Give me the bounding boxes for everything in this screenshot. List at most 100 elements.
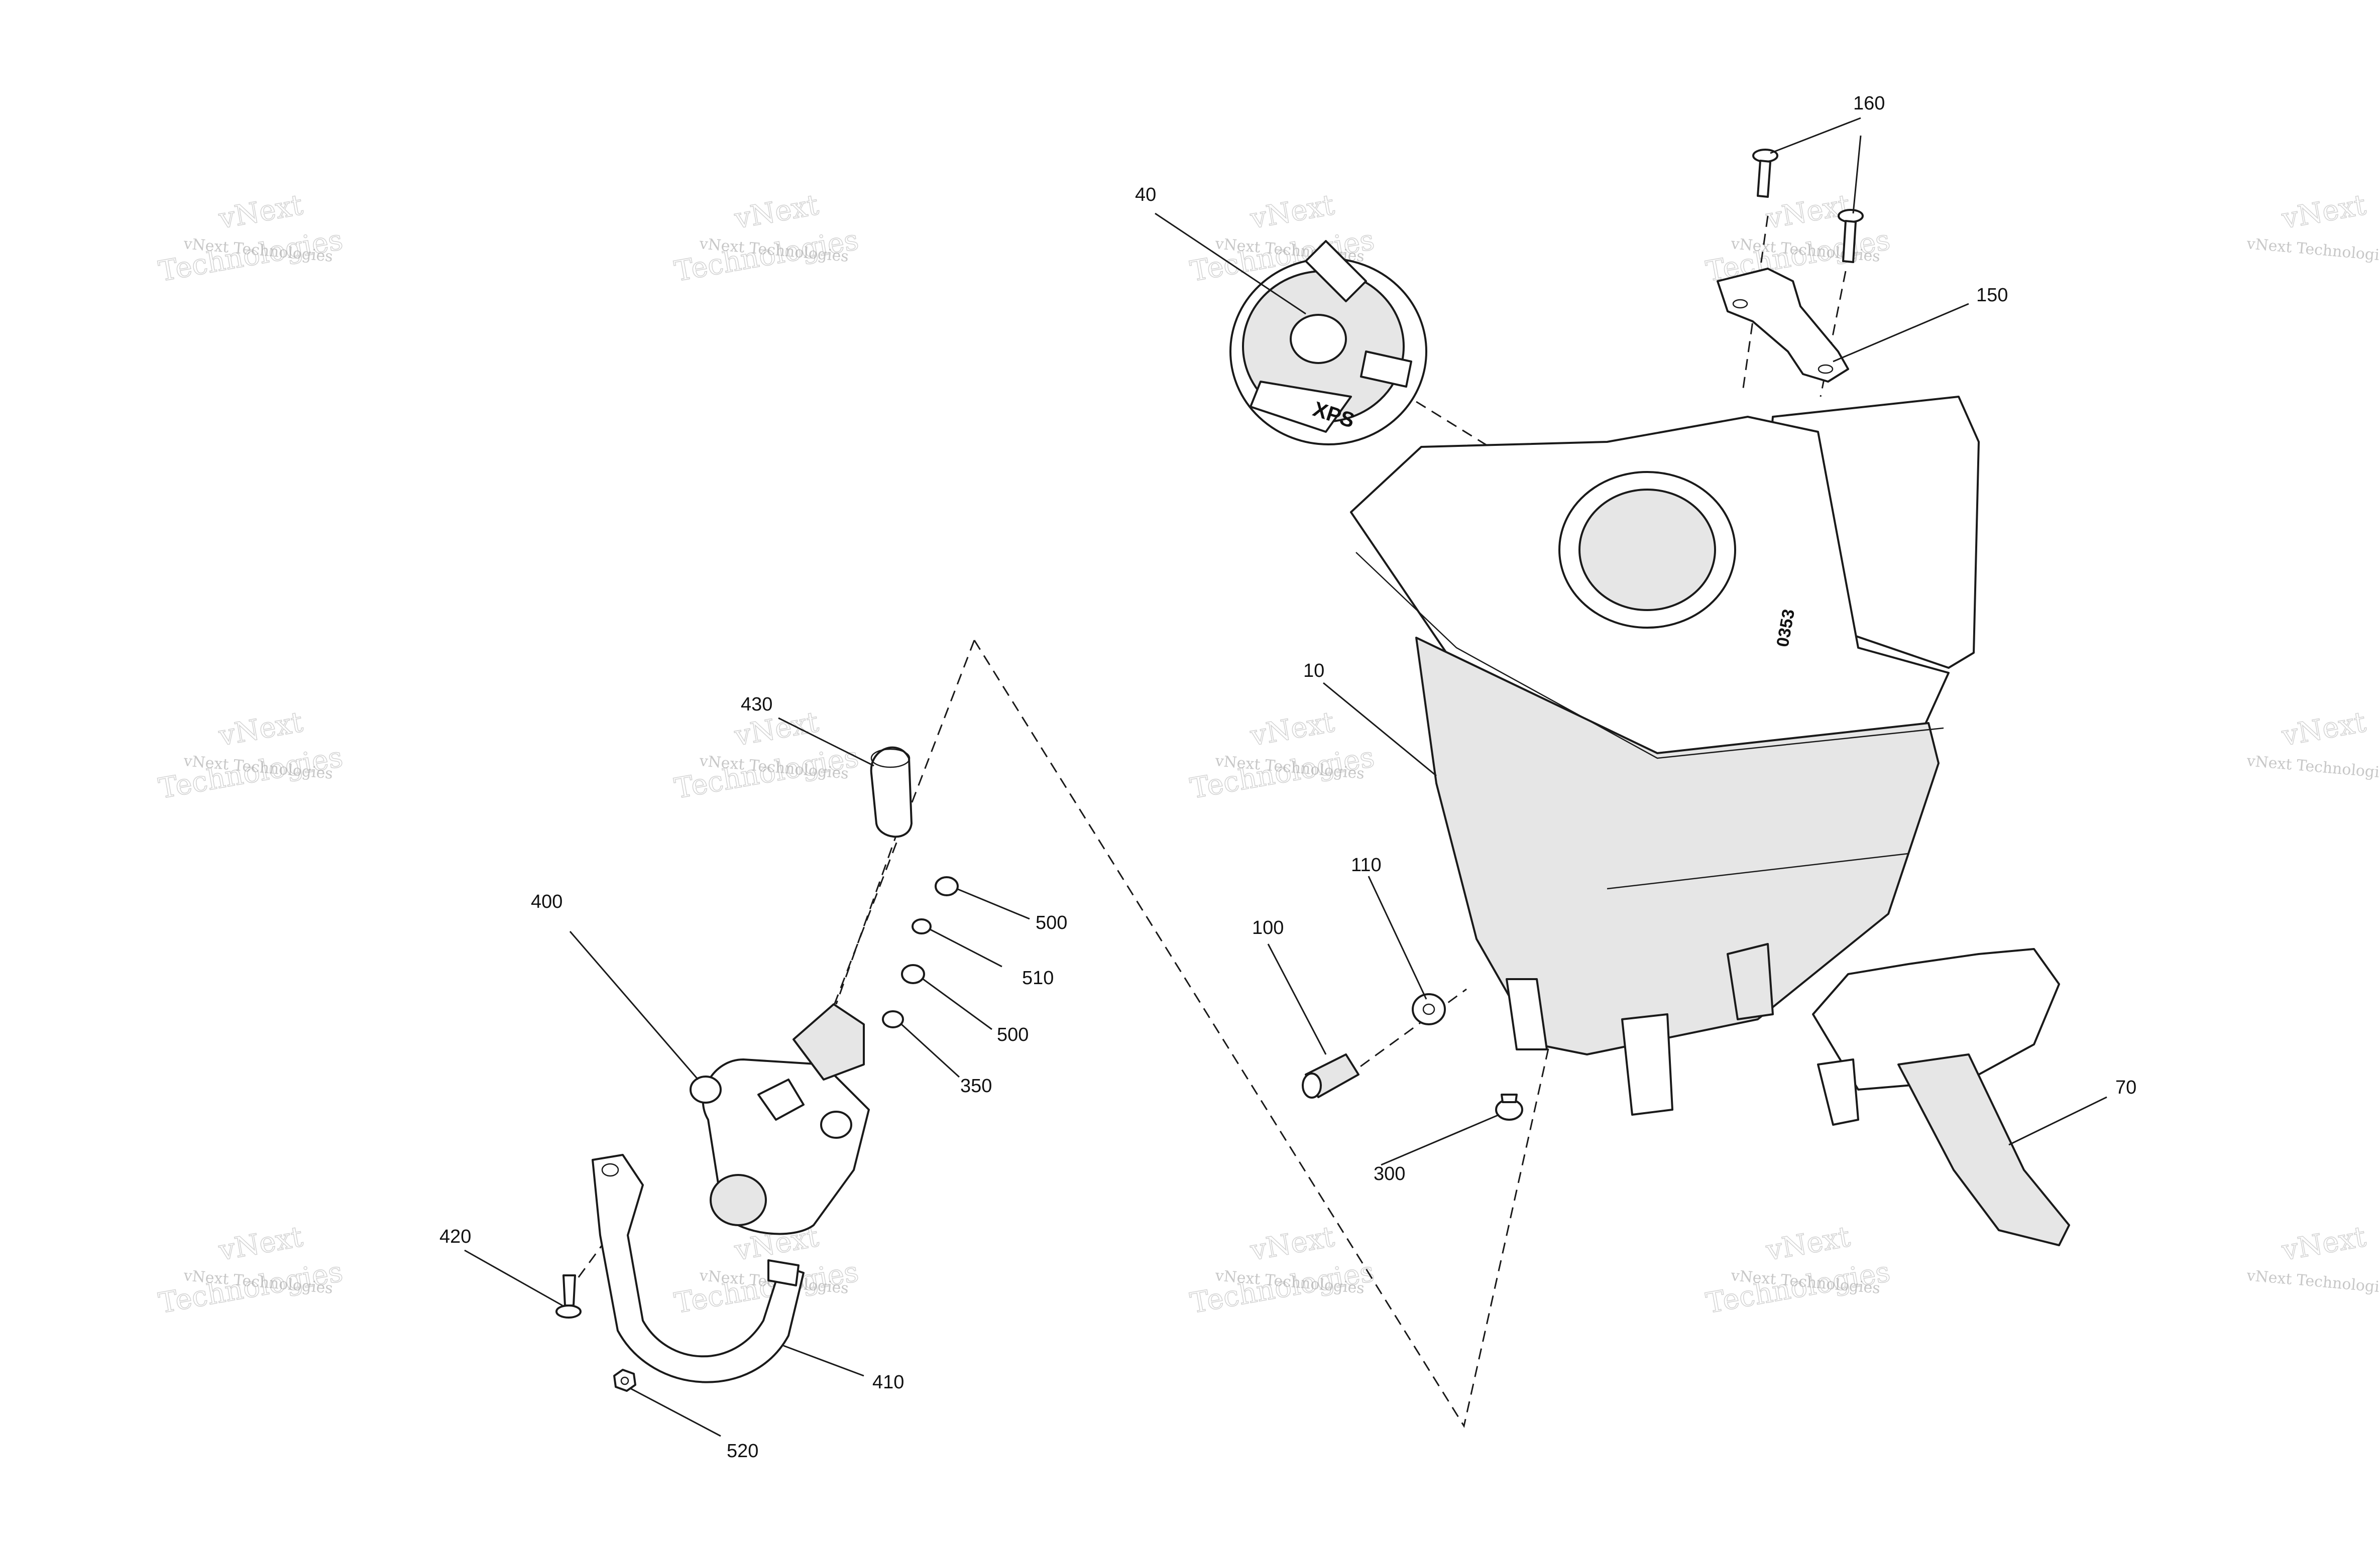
leader-70 (2008, 1096, 2107, 1146)
assembly-line-zigzag (973, 640, 1555, 1428)
bracket-screw-part (555, 1274, 582, 1319)
watermark-big-vnext: vNext (1763, 1221, 1853, 1267)
bracket-body (1717, 268, 1849, 383)
callout-40: 40 (1135, 184, 1156, 205)
shield-blade (1897, 1053, 2070, 1246)
leader-430 (778, 717, 874, 767)
pump-end-cap (710, 1174, 767, 1226)
leader-160a (1770, 117, 1861, 154)
fuel-tank-part: 0353 (1350, 396, 1980, 1116)
watermark-stamp: vNext Technologies vNext Technologies (671, 188, 861, 289)
leader-500b (923, 978, 992, 1030)
leader-150 (1833, 303, 1969, 363)
assembly-line-clamp (835, 813, 905, 1005)
washer-part (1412, 993, 1446, 1025)
leader-160b (1852, 135, 1862, 214)
small-clamp-tab (1501, 1094, 1518, 1103)
small-clamp-part (1495, 1094, 1523, 1121)
leader-400 (569, 931, 699, 1080)
fasteners-part (882, 876, 959, 1028)
watermark-big-vnext: vNext (216, 1221, 305, 1267)
pump-bracket-arm (592, 1154, 805, 1383)
watermark-big-vnext: vNext (1248, 706, 1337, 753)
callout-520: 520 (727, 1441, 758, 1462)
leader-100 (1267, 943, 1327, 1055)
leader-410 (783, 1345, 864, 1377)
fastener-500-upper (935, 876, 959, 896)
callout-160: 160 (1853, 93, 1885, 114)
pump-outlet-nozzle (792, 1003, 865, 1081)
watermark-small: vNext Technologies (2245, 1267, 2380, 1297)
leader-420 (464, 1249, 563, 1307)
hose-clamp-part (870, 746, 913, 838)
bracket-screw-shank (562, 1274, 576, 1307)
callout-100: 100 (1252, 917, 1284, 938)
callout-350: 350 (960, 1076, 992, 1097)
watermark-big-vnext: vNext (216, 189, 305, 235)
callout-500-upper: 500 (1036, 912, 1067, 933)
watermark-stamp: vNext Technologies vNext Technologies (156, 1220, 346, 1321)
watermark-big-vnext: vNext (732, 189, 821, 235)
assembly-line-pump-left (815, 640, 975, 1052)
assembly-line-cap (1416, 401, 1653, 548)
callout-150: 150 (1976, 285, 2008, 306)
assembly-line-bracket (572, 1210, 629, 1286)
nut-hole (620, 1376, 629, 1385)
cap-grip-2 (1305, 240, 1367, 302)
leader-510 (929, 928, 1002, 968)
washer-510 (912, 918, 932, 934)
bolt-head (1302, 1073, 1322, 1099)
watermark-big-vnext: vNext (1248, 189, 1337, 235)
watermark-stamp: vNext Technologies vNext Technologies (156, 188, 346, 289)
screw-head-right (1838, 209, 1864, 223)
watermark-stamp: vNext vNext Technologies (2245, 188, 2380, 266)
callout-70: 70 (2115, 1077, 2136, 1098)
tank-pipe (1727, 943, 1774, 1020)
callout-510: 510 (1022, 968, 1054, 989)
watermark-stamp: vNext Technologies vNext Technologies (1703, 1220, 1893, 1321)
leader-10 (1323, 682, 1437, 777)
heat-shield-part (1812, 948, 2070, 1246)
watermark-big-vnext: vNext (2279, 189, 2368, 235)
callout-430: 430 (741, 694, 772, 715)
tank-rim-line (1355, 552, 1944, 759)
tank-filler-opening (1578, 489, 1716, 611)
leader-110 (1368, 876, 1427, 1000)
pump-mount-left (690, 1076, 722, 1104)
watermark-big-vnext: vNext (1763, 189, 1853, 235)
watermark-big-vnext: vNext (216, 706, 305, 753)
watermark-big-vnext: vNext (1248, 1221, 1337, 1267)
fuel-cap-part: XPS (1229, 240, 1427, 445)
assembly-line-screw-left (1742, 215, 1769, 392)
pump-bracket-part (592, 1154, 805, 1383)
callout-300: 300 (1374, 1163, 1405, 1184)
watermark-stamp: vNext vNext Technologies (2245, 1220, 2380, 1297)
bracket-hole-left (1732, 299, 1748, 309)
fitting-350 (882, 1010, 904, 1028)
leader-40 (1155, 212, 1306, 315)
screw-shank-right (1842, 220, 1857, 263)
cap-grip-3 (1360, 350, 1412, 388)
watermark-small: vNext Technologies (2245, 752, 2380, 783)
callout-500-lower: 500 (997, 1024, 1029, 1045)
callout-400: 400 (531, 891, 562, 912)
nut-part (613, 1369, 636, 1392)
assembly-line-screw-right (1820, 271, 1847, 397)
watermark-stamp: vNext Technologies vNext Technologies (1187, 705, 1377, 806)
leader-350 (900, 1023, 960, 1078)
pump-connector (757, 1079, 805, 1121)
nut-hex (613, 1369, 636, 1392)
screw-shank-left (1757, 160, 1771, 198)
watermark-stamp: vNext vNext Technologies (2245, 705, 2380, 783)
callout-labels: 160 40 150 10 430 110 400 500 100 510 50… (439, 93, 2136, 1462)
bolt-part (1302, 1053, 1359, 1099)
bracket-screw-head (555, 1304, 582, 1319)
pump-bracket-clip (767, 1259, 800, 1286)
leader-lines (464, 117, 2107, 1437)
shield-clip (1817, 1058, 1859, 1126)
callout-420: 420 (439, 1226, 471, 1247)
tank-rim-line-2 (1607, 853, 1909, 890)
screws-part (1752, 149, 1864, 263)
cap-center-logo (1290, 314, 1347, 364)
